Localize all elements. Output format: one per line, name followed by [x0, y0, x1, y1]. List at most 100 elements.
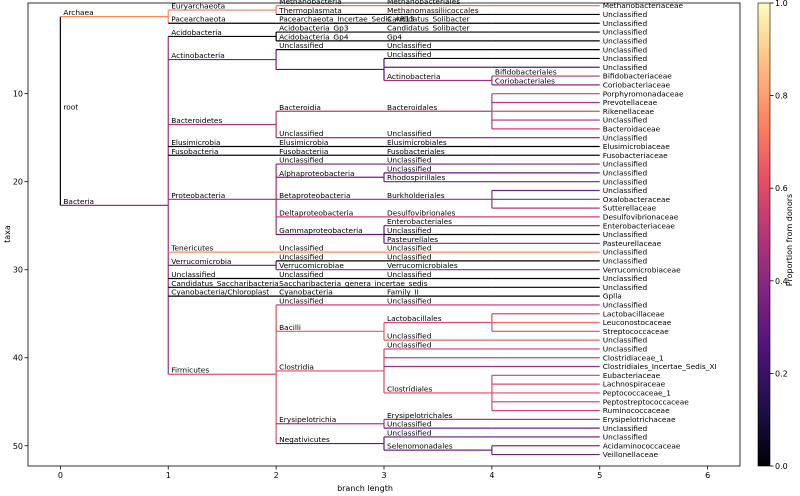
taxon-label: Betaproteobacteria — [279, 191, 350, 200]
taxon-label: Euryarchaeota — [171, 2, 225, 11]
leaf-label: Elusimicrobiaceae — [603, 142, 670, 151]
taxon-label: Verrucomicrobiae — [279, 261, 344, 270]
taxon-label: Methanobacteriales — [387, 0, 460, 6]
leaf-label: Unclassified — [603, 433, 648, 442]
x-axis-label: branch length — [337, 484, 393, 493]
leaf-label: Acidaminococcaceae — [603, 441, 681, 450]
taxon-label: Acidobacteria_Gp4 — [279, 32, 349, 41]
x-tick-label: 0 — [58, 471, 63, 480]
x-tick-label: 2 — [274, 471, 279, 480]
taxon-label: Bacteroidales — [387, 103, 437, 112]
leaf-label: Pasteurellaceae — [603, 239, 662, 248]
leaf-label: Unclassified — [603, 10, 648, 19]
taxon-label: Selenomonadales — [387, 442, 453, 451]
taxon-label: Archaea — [63, 8, 93, 17]
leaf-label: Streptococcaceae — [603, 327, 670, 336]
leaf-label: Lactobacillaceae — [603, 309, 665, 318]
leaf-label: Lachnospiraceae — [603, 380, 666, 389]
taxon-label: Thermoplasmata — [278, 6, 342, 15]
leaf-label: Unclassified — [603, 133, 648, 142]
taxon-label: Verrucomicrobia — [171, 257, 231, 266]
taxon-label: Unclassified — [387, 129, 432, 138]
taxon-label: Unclassified — [387, 164, 432, 173]
taxon-label: Unclassified — [387, 332, 432, 341]
taxon-label: Bacteroidia — [279, 103, 321, 112]
taxon-label: Tenericutes — [170, 244, 213, 253]
taxon-label: Coriobacteriales — [495, 76, 555, 85]
leaf-label: Unclassified — [603, 36, 648, 45]
taxon-label: Unclassified — [387, 41, 432, 50]
taxon-label: Firmicutes — [171, 366, 209, 375]
taxon-label: Rhodospirillales — [387, 173, 445, 182]
colorbar-tick-label: 0.0 — [775, 462, 788, 471]
colorbar-tick-label: 0.6 — [775, 184, 788, 193]
leaf-label: Unclassified — [603, 230, 648, 239]
taxon-label: Cyanobacteria — [279, 288, 333, 297]
y-tick-label: 50 — [13, 442, 23, 451]
taxon-label: Unclassified — [387, 226, 432, 235]
taxon-label: Unclassified — [387, 420, 432, 429]
taxon-label: Saccharibacteria_genera_incertae_sedis — [279, 279, 428, 288]
leaf-label: Ruminococcaceae — [603, 406, 670, 415]
leaf-label: Leuconostocaceae — [603, 318, 672, 327]
y-tick-label: 10 — [13, 90, 23, 99]
taxon-label: Unclassified — [279, 296, 324, 305]
taxon-label: Unclassified — [387, 296, 432, 305]
taxon-label: Elusimicrobiales — [387, 138, 447, 147]
taxon-label: Deltaproteobacteria — [279, 208, 353, 217]
colorbar-tick-label: 1.0 — [775, 0, 788, 8]
leaf-label: Eubacteriaceae — [603, 371, 661, 380]
taxon-label: Enterobacteriales — [387, 217, 452, 226]
leaf-label: Oxalobacteraceae — [603, 195, 671, 204]
taxon-label: Unclassified — [279, 252, 324, 261]
taxon-label: Bacteroidetes — [171, 116, 222, 125]
taxon-label: Methanobacteria — [279, 0, 342, 6]
leaf-label: Clostridiaceae_1 — [603, 353, 664, 362]
taxon-label: Gammaproteobacteria — [279, 226, 363, 235]
colorbar — [757, 2, 771, 467]
x-tick-label: 6 — [705, 471, 710, 480]
leaf-label: Unclassified — [603, 45, 648, 54]
taxon-label: Erysipelotrichales — [387, 411, 453, 420]
taxon-label: Family_II — [387, 288, 419, 297]
taxon-label: Clostridia — [279, 362, 314, 371]
taxon-label: Pacearchaeota — [171, 15, 225, 24]
taxon-label: Negativicutes — [279, 435, 330, 444]
leaf-label: Desulfovibrionaceae — [603, 212, 679, 221]
taxon-label: Unclassified — [279, 41, 324, 50]
taxon-label: Bifidobacteriales — [495, 68, 557, 77]
taxon-label: Desulfovibrionales — [387, 208, 455, 217]
leaf-label: Coriobacteriaceae — [603, 80, 671, 89]
leaf-label: Sutterellaceae — [603, 204, 657, 213]
leaf-label: Clostridiales_Incertae_Sedis_XI — [603, 362, 717, 371]
x-tick-label: 5 — [597, 471, 602, 480]
leaf-label: Bacteroidaceae — [603, 124, 661, 133]
taxon-label: Pasteurellales — [387, 235, 438, 244]
colorbar-tick-label: 0.2 — [775, 369, 788, 378]
leaf-label: Unclassified — [603, 283, 648, 292]
leaf-label: Erysipelotrichaceae — [603, 415, 676, 424]
taxon-label: Gp4 — [387, 32, 402, 41]
leaf-label: Methanobacteriaceae — [603, 1, 684, 10]
x-tick-label: 3 — [381, 471, 386, 480]
taxon-label: Candidatus_Solibacter — [387, 24, 471, 33]
leaf-label: Bifidobacteriaceae — [603, 72, 672, 81]
taxon-label: Unclassified — [171, 270, 216, 279]
y-tick-label: 30 — [13, 266, 23, 275]
taxon-label: Unclassified — [387, 428, 432, 437]
taxon-label: Cyanobacteria/Chloroplast — [171, 288, 269, 297]
leaf-label: Fusobacteriaceae — [603, 151, 668, 160]
colorbar-tick-label: 0.8 — [775, 92, 788, 101]
y-tick-label: 40 — [13, 354, 23, 363]
taxon-label: Clostridiales — [387, 384, 432, 393]
taxon-label: Unclassified — [387, 156, 432, 165]
leaf-label: Peptostreptococcaceae — [603, 397, 690, 406]
leaf-label: Unclassified — [603, 54, 648, 63]
taxon-label: Actinobacteria — [171, 51, 225, 60]
leaf-label: Unclassified — [603, 19, 648, 28]
y-tick-label: 20 — [13, 178, 23, 187]
leaf-label: Unclassified — [603, 168, 648, 177]
taxon-label: Verrucomicrobiales — [387, 261, 458, 270]
taxon-label: Bacilli — [279, 323, 301, 332]
taxon-label: Candidatus_Solibacter — [387, 15, 471, 24]
